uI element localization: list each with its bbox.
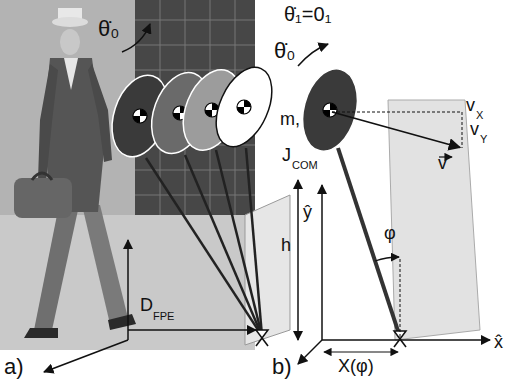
photo-part <box>135 70 255 71</box>
walking-man-part <box>32 173 52 180</box>
velocity-vectors <box>332 112 462 157</box>
velocity-vector-box: v <box>438 154 447 172</box>
axes-a-part <box>127 240 129 340</box>
axes-a <box>44 240 256 372</box>
distance-symbol-box: D <box>140 296 153 314</box>
photo-part <box>135 45 255 46</box>
pendulum-disks-a-part <box>205 59 283 155</box>
pendulum-b-part <box>294 63 366 158</box>
rotation-arrow-a <box>122 24 150 52</box>
pendulum-disks-a-part <box>133 109 147 123</box>
inertia-symbol-box: J <box>282 146 291 164</box>
velocity-component-box: v <box>466 96 475 114</box>
walking-man-part <box>24 328 58 338</box>
panel-letter: b) <box>272 354 292 379</box>
foot-a-part <box>262 338 268 346</box>
subscript-box: COM <box>292 156 318 172</box>
photo-part <box>135 195 255 196</box>
distance-symbol: X(φ) <box>338 356 374 376</box>
mass-symbol-box: m, <box>280 110 300 128</box>
subscript: Y <box>480 133 487 145</box>
pendulum-b-part <box>338 148 400 337</box>
axis-label-box: ŷ <box>303 203 312 221</box>
plane-b-part <box>388 100 480 340</box>
photo <box>0 0 255 350</box>
walking-man-part <box>52 17 88 27</box>
pendulum-b-part <box>323 103 337 117</box>
panel-letter: a) <box>4 354 24 379</box>
pendulum-legs-a-part <box>246 148 262 336</box>
foot-b <box>394 331 406 347</box>
angle-arc-part <box>400 257 401 337</box>
subscript: FPE <box>153 310 174 322</box>
angular-velocity-box: θ̇₀ <box>98 18 119 40</box>
velocity-component-box: v <box>470 120 479 138</box>
walking-man-part <box>14 178 72 218</box>
angle-arc <box>375 257 400 337</box>
pendulum-disks-a <box>102 59 283 164</box>
axis-label: x̂ <box>494 332 503 352</box>
angular-velocity: θ̇₀ <box>98 16 119 41</box>
distance-symbol: D <box>140 295 153 315</box>
velocity-vectors-part <box>332 112 460 148</box>
walking-man-part <box>38 64 58 182</box>
angle-arc-part <box>375 257 399 261</box>
foot-a-part <box>256 338 262 346</box>
photo-part <box>0 215 255 350</box>
velocity-vectors-part <box>462 112 463 148</box>
velocity-component: v <box>466 95 475 115</box>
pendulum-legs-a-part <box>146 158 262 336</box>
foot-a <box>256 330 268 346</box>
rotation-arrow-b <box>298 44 328 66</box>
rotation-arrow-b-part <box>298 44 328 66</box>
height-symbol-box: h <box>281 236 291 254</box>
pendulum-legs-a <box>146 148 262 336</box>
panel-letter-box: b) <box>272 356 292 378</box>
angular-velocity: θ̇₀ <box>274 38 295 63</box>
axes-b-part <box>324 351 398 352</box>
velocity-component: v <box>470 119 479 139</box>
angular-velocity-box: θ̇₀ <box>274 40 295 62</box>
plane-b <box>388 100 480 340</box>
mass-symbol: m, <box>280 109 300 129</box>
photo-part <box>0 0 255 350</box>
axes-b <box>298 180 490 364</box>
subscript-box: FPE <box>153 307 174 323</box>
inertia-symbol: J <box>282 145 291 165</box>
walking-man-part <box>108 314 136 330</box>
walking-man-part <box>60 29 80 55</box>
subscript: COM <box>292 159 318 171</box>
angle-symbol-box: φ <box>384 224 396 242</box>
rotation-arrow-a-part <box>122 24 150 52</box>
axis-label: ŷ <box>303 202 312 222</box>
height-symbol: h <box>281 235 291 255</box>
axes-a-part <box>128 329 256 331</box>
walking-man-part <box>64 58 78 90</box>
axes-b-part <box>298 340 322 364</box>
axes-b-part <box>322 339 490 341</box>
axes-b-part <box>321 185 323 340</box>
walking-man <box>14 8 136 338</box>
velocity-vectors-part <box>332 112 462 113</box>
velocity-vector: v <box>438 153 447 173</box>
angular-velocity-box: θ̇₁=0₁ <box>284 4 331 24</box>
walking-man-part <box>82 205 128 324</box>
axes-a-part <box>44 340 128 372</box>
angular-velocity: θ̇₁=0₁ <box>284 3 331 25</box>
subscript-box: Y <box>480 130 487 146</box>
distance-symbol-box: X(φ) <box>338 357 374 375</box>
walking-man-part <box>88 64 112 162</box>
pendulum-disks-a-part <box>237 100 251 114</box>
pendulum-b <box>294 63 400 337</box>
axes-b-part <box>297 180 299 340</box>
photo-part <box>135 20 255 21</box>
panel-letter-box: a) <box>4 356 24 378</box>
angle-symbol: φ <box>384 223 396 243</box>
axis-label-box: x̂ <box>494 333 503 351</box>
foot-a-part <box>256 330 268 338</box>
walking-man-part <box>34 210 78 330</box>
